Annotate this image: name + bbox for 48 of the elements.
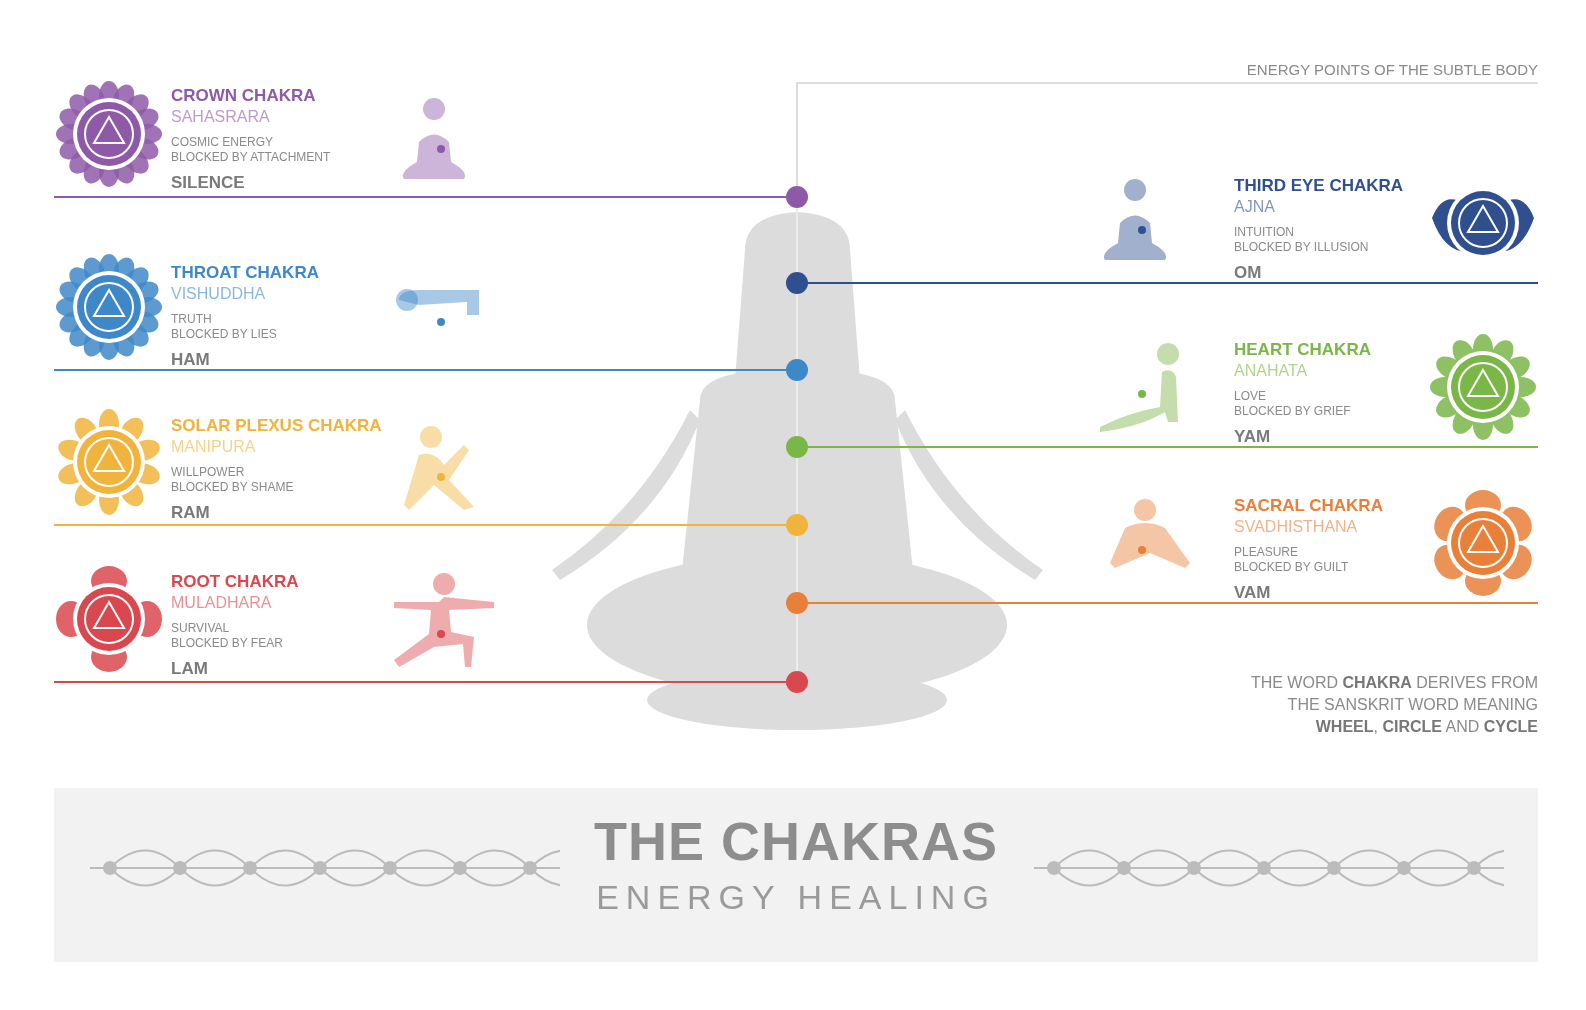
mantra-text: YAM xyxy=(1234,427,1271,447)
connector-line xyxy=(807,282,1539,284)
chakra-name: SOLAR PLEXUS CHAKRA xyxy=(171,416,382,436)
chakra-name: HEART CHAKRA xyxy=(1234,340,1371,360)
subtitle-text: ENERGY HEALING xyxy=(596,878,996,917)
mantra-text: LAM xyxy=(171,659,208,679)
sanskrit-name: SAHASRARA xyxy=(171,107,270,127)
chakra-name: CROWN CHAKRA xyxy=(171,86,316,106)
sanskrit-name: SVADHISTHANA xyxy=(1234,517,1358,537)
sanskrit-name: VISHUDDHA xyxy=(171,284,266,304)
chakra-quality: LOVE xyxy=(1234,389,1266,404)
blocked-by-text: BLOCKED BY FEAR xyxy=(171,636,283,651)
connector-line xyxy=(53,369,787,371)
chakra-name: THROAT CHAKRA xyxy=(171,263,319,283)
connector-line xyxy=(807,602,1539,604)
mantra-text: SILENCE xyxy=(171,173,245,193)
blocked-by-text: BLOCKED BY LIES xyxy=(171,327,277,342)
connector-line xyxy=(53,524,787,526)
sanskrit-name: MULADHARA xyxy=(171,593,272,613)
sanskrit-name: ANAHATA xyxy=(1234,361,1308,381)
connector-line xyxy=(796,82,1539,187)
chakra-quality: TRUTH xyxy=(171,312,212,327)
sanskrit-name: AJNA xyxy=(1234,197,1275,217)
mantra-text: OM xyxy=(1234,263,1262,283)
chakra-name: THIRD EYE CHAKRA xyxy=(1234,176,1404,196)
note-text: THE WORD CHAKRA DERIVES FROM THE SANSKRIT WORD MEANING WHEEL, CIRCLE AND CYCLE xyxy=(1249,673,1538,737)
connector-line xyxy=(807,446,1539,448)
chakra-quality: INTUITION xyxy=(1234,225,1294,240)
subtitle-text: ENERGY POINTS OF THE SUBTLE BODY xyxy=(1246,61,1538,78)
chakra-dot xyxy=(786,186,808,208)
connector-line xyxy=(53,681,787,683)
chakra-name: SACRAL CHAKRA xyxy=(1234,496,1383,516)
blocked-by-text: BLOCKED BY ILLUSION xyxy=(1234,240,1369,255)
chakra-name: ROOT CHAKRA xyxy=(171,572,299,592)
sanskrit-name: MANIPURA xyxy=(171,437,256,457)
mantra-text: HAM xyxy=(171,350,210,370)
chakra-quality: COSMIC ENERGY xyxy=(171,135,273,150)
chakra-quality: SURVIVAL xyxy=(171,621,230,636)
blocked-by-text: BLOCKED BY GUILT xyxy=(1234,560,1349,575)
chakra-quality: WILLPOWER xyxy=(171,465,245,480)
mantra-text: VAM xyxy=(1234,583,1271,603)
mantra-text: RAM xyxy=(171,503,210,523)
connector-line xyxy=(53,196,787,198)
blocked-by-text: BLOCKED BY SHAME xyxy=(171,480,294,495)
blocked-by-text: BLOCKED BY ATTACHMENT xyxy=(171,150,331,165)
title: THE CHAKRAS xyxy=(594,810,998,872)
chakra-quality: PLEASURE xyxy=(1234,545,1299,560)
blocked-by-text: BLOCKED BY GRIEF xyxy=(1234,404,1351,419)
